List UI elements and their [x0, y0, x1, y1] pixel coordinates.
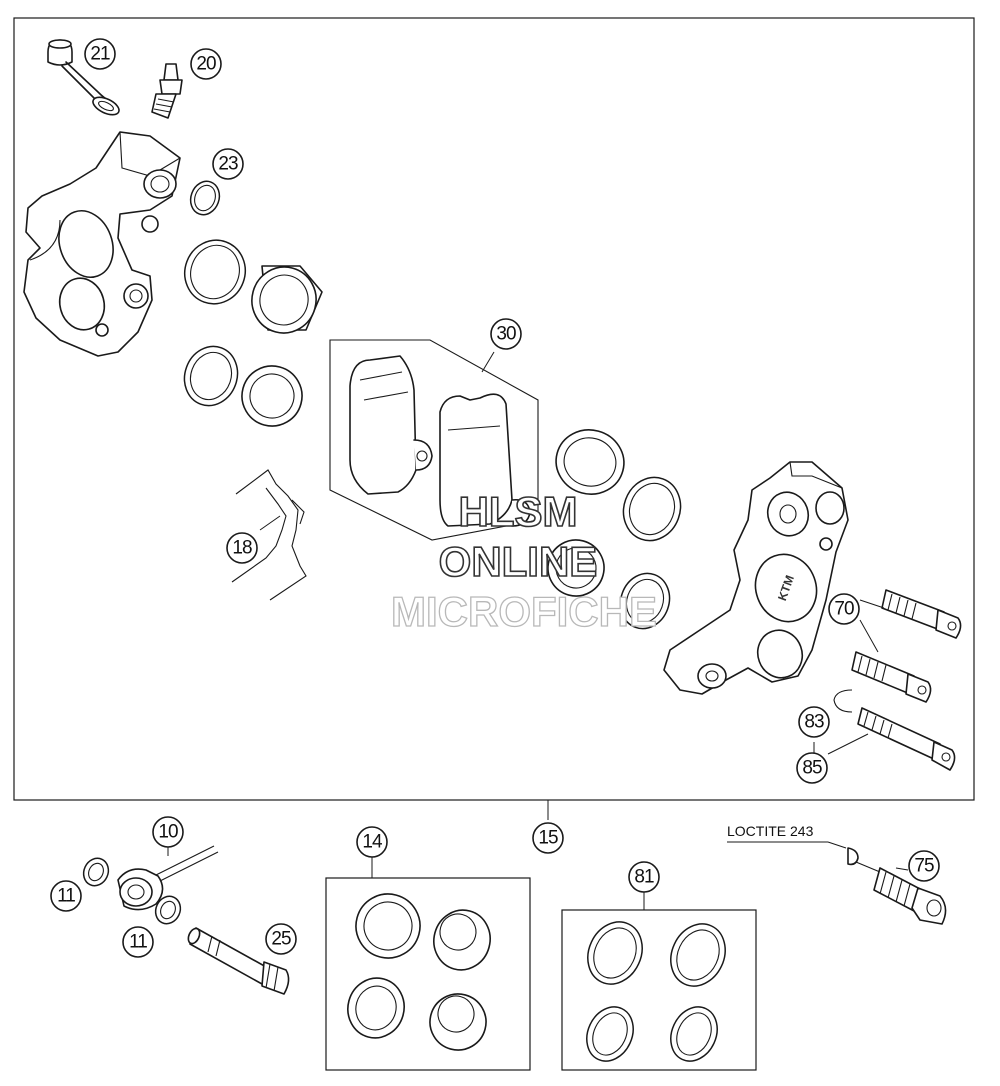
part-83-clip [833, 689, 853, 713]
caliper-half-right: KTM [663, 461, 849, 695]
callout-14: 14 [356, 826, 388, 858]
svg-text:11: 11 [129, 932, 147, 953]
part-21-bleeder-cap [47, 39, 120, 116]
svg-text:85: 85 [802, 758, 822, 779]
loctite-note: LOCTITE 243 [727, 823, 828, 843]
loctite-label: LOCTITE 243 [727, 823, 814, 839]
callout-30: 30 [490, 318, 522, 350]
svg-text:21: 21 [90, 44, 110, 65]
callout-20: 20 [190, 48, 222, 80]
part-85-pad-pin [857, 707, 956, 771]
svg-text:18: 18 [232, 538, 252, 559]
part-30-brake-pads [329, 339, 539, 541]
right-piston-seals [619, 476, 682, 630]
callout-23: 23 [212, 148, 244, 180]
leader-lines [167, 351, 909, 910]
svg-text:30: 30 [496, 324, 516, 345]
part-70-bolt-upper [881, 589, 962, 639]
svg-text:15: 15 [538, 828, 558, 849]
callout-85: 85 [796, 752, 828, 784]
watermark-line-2: ONLINE [439, 538, 598, 585]
part-11-washer-upper [82, 857, 110, 887]
callout-11-lower: 11 [122, 926, 154, 958]
svg-text:20: 20 [196, 54, 216, 75]
callout-83: 83 [798, 706, 830, 738]
part-25-banjo-bolt [187, 927, 290, 995]
svg-text:11: 11 [57, 886, 75, 907]
svg-text:23: 23 [218, 154, 238, 175]
callout-11-upper: 11 [50, 880, 82, 912]
part-23-o-ring [189, 180, 221, 216]
callout-81: 81 [628, 861, 660, 893]
part-11-washer-lower [154, 895, 182, 925]
callout-18: 18 [226, 532, 258, 564]
main-assembly-frame [13, 17, 975, 801]
callout-10: 10 [152, 816, 184, 848]
part-18-pad-spring [231, 469, 307, 601]
part-10-brake-line [117, 845, 219, 911]
part-20-bleeder-screw [151, 63, 183, 119]
part-14-piston-kit [325, 877, 531, 1071]
left-piston-seals [183, 239, 246, 407]
left-pistons [241, 265, 323, 427]
callout-25: 25 [265, 923, 297, 955]
part-70-bolt-lower [851, 651, 932, 703]
caliper-half-left [23, 131, 181, 357]
svg-text:14: 14 [362, 832, 383, 853]
right-pistons [547, 429, 625, 597]
svg-text:75: 75 [914, 856, 934, 877]
svg-text:81: 81 [634, 867, 654, 888]
callout-75: 75 [908, 850, 940, 882]
watermark-line-1: HLSM [459, 488, 578, 535]
svg-text:25: 25 [271, 929, 291, 950]
watermark: HLSM ONLINE MICROFICHE [390, 487, 657, 635]
callout-15: 15 [532, 822, 564, 854]
callout-70: 70 [828, 593, 860, 625]
watermark-line-3: MICROFICHE [391, 588, 657, 635]
part-81-seal-kit [561, 909, 757, 1071]
part-75-bolt [847, 847, 947, 925]
callout-21: 21 [84, 38, 116, 70]
svg-text:10: 10 [158, 822, 178, 843]
svg-text:70: 70 [834, 599, 854, 620]
svg-text:83: 83 [804, 712, 824, 733]
